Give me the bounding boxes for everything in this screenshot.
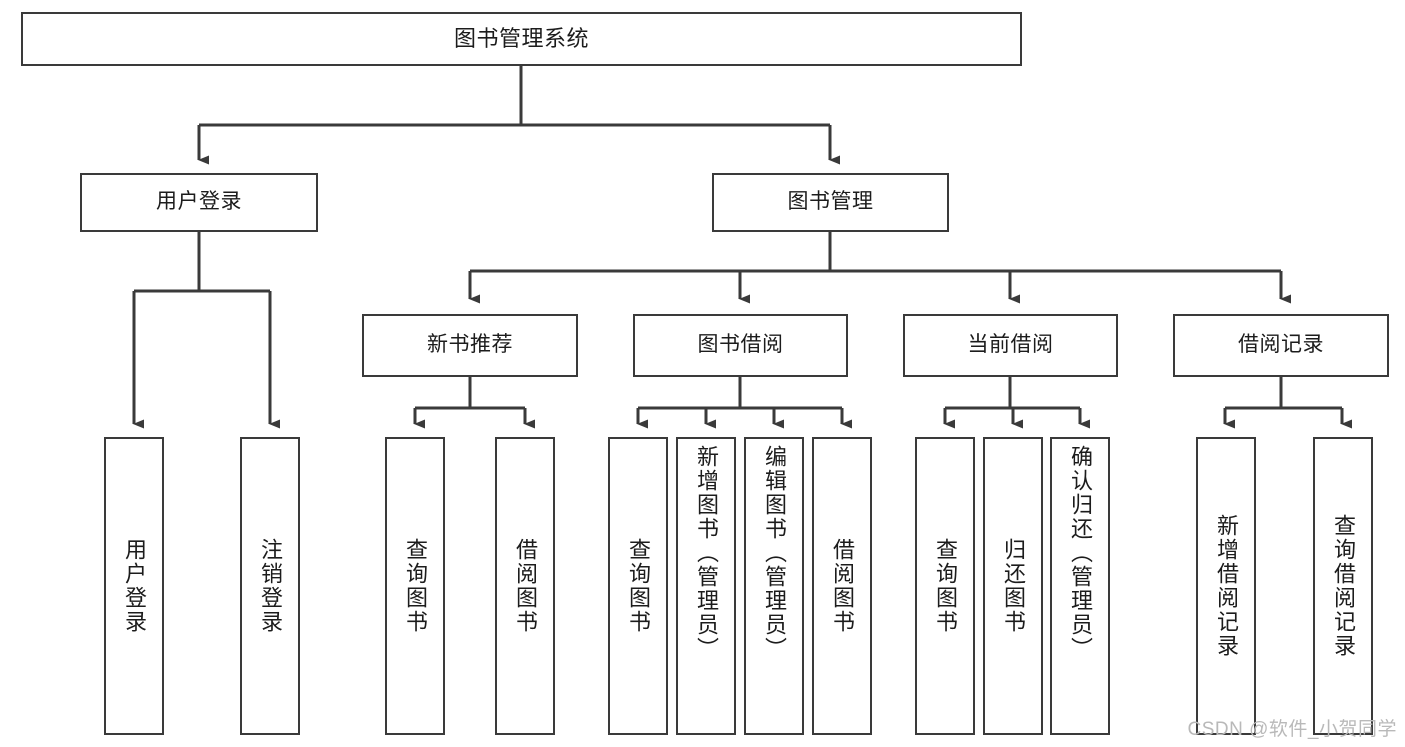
leaf-add-record[interactable]: 新增借阅记录 xyxy=(1196,437,1256,735)
leaf-confirm-return-label: 确认归还（管理员） xyxy=(1068,445,1093,661)
leaf-logout[interactable]: 注销登录 xyxy=(240,437,300,735)
leaf-logout-label: 注销登录 xyxy=(258,538,283,634)
leaf-edit-book[interactable]: 编辑图书（管理员） xyxy=(744,437,804,735)
node-book-borrow-label: 图书借阅 xyxy=(697,333,784,357)
node-book-manage[interactable]: 图书管理 xyxy=(712,173,949,232)
node-new-book-recommend-label: 新书推荐 xyxy=(427,333,513,357)
leaf-user-login[interactable]: 用户登录 xyxy=(104,437,164,735)
leaf-query-book-2[interactable]: 查询图书 xyxy=(608,437,668,735)
node-user-login-label: 用户登录 xyxy=(156,190,242,214)
leaf-query-book-1[interactable]: 查询图书 xyxy=(385,437,445,735)
leaf-query-book-2-label: 查询图书 xyxy=(626,538,651,634)
node-book-manage-label: 图书管理 xyxy=(787,190,874,214)
leaf-edit-book-label: 编辑图书（管理员） xyxy=(762,445,787,661)
node-new-book-recommend[interactable]: 新书推荐 xyxy=(362,314,578,377)
leaf-borrow-book-1-label: 借阅图书 xyxy=(513,538,538,634)
leaf-borrow-book-1[interactable]: 借阅图书 xyxy=(495,437,555,735)
leaf-add-book[interactable]: 新增图书（管理员） xyxy=(676,437,736,735)
node-current-borrow[interactable]: 当前借阅 xyxy=(903,314,1118,377)
leaf-add-book-label: 新增图书（管理员） xyxy=(694,445,719,661)
leaf-borrow-book-2-label: 借阅图书 xyxy=(830,538,855,634)
leaf-query-book-3-label: 查询图书 xyxy=(933,538,958,634)
node-borrow-record[interactable]: 借阅记录 xyxy=(1173,314,1389,377)
leaf-confirm-return[interactable]: 确认归还（管理员） xyxy=(1050,437,1110,735)
node-root-label: 图书管理系统 xyxy=(453,26,589,52)
leaf-borrow-book-2[interactable]: 借阅图书 xyxy=(812,437,872,735)
leaf-query-book-3[interactable]: 查询图书 xyxy=(915,437,975,735)
node-root[interactable]: 图书管理系统 xyxy=(21,12,1022,66)
leaf-query-record[interactable]: 查询借阅记录 xyxy=(1313,437,1373,735)
leaf-return-book[interactable]: 归还图书 xyxy=(983,437,1043,735)
csdn-watermark: CSDN @软件_小贺同学 xyxy=(1187,719,1397,740)
node-borrow-record-label: 借阅记录 xyxy=(1238,333,1324,357)
leaf-return-book-label: 归还图书 xyxy=(1001,538,1026,634)
leaf-query-book-1-label: 查询图书 xyxy=(403,538,428,634)
leaf-add-record-label: 新增借阅记录 xyxy=(1214,514,1239,658)
node-book-borrow[interactable]: 图书借阅 xyxy=(633,314,848,377)
leaf-query-record-label: 查询借阅记录 xyxy=(1331,514,1356,658)
node-current-borrow-label: 当前借阅 xyxy=(967,333,1054,357)
leaf-user-login-label: 用户登录 xyxy=(122,538,147,634)
node-user-login[interactable]: 用户登录 xyxy=(80,173,318,232)
